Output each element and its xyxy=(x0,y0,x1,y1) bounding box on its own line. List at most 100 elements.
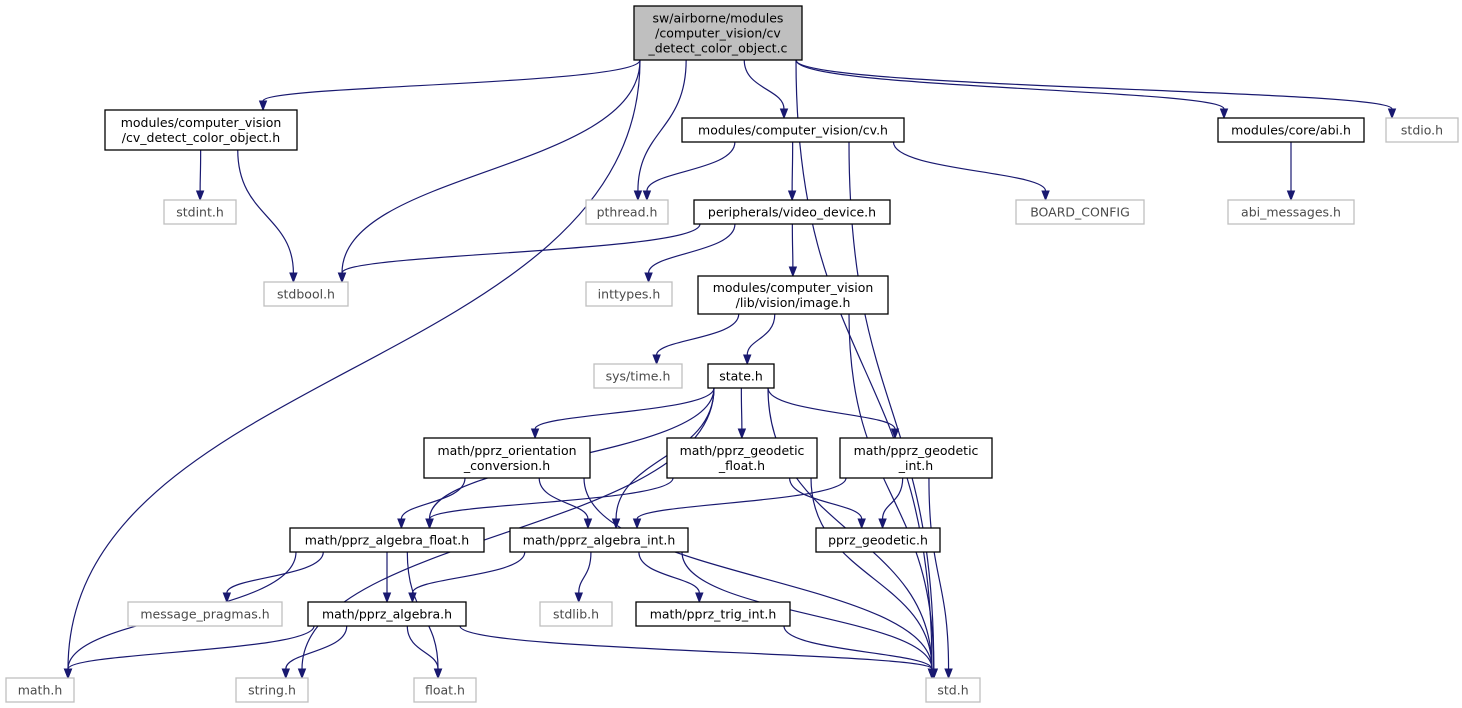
arrowhead-icon xyxy=(408,592,417,604)
edge-videodev-to-inttypesh xyxy=(644,223,736,284)
node-box xyxy=(5,677,75,703)
edge-line xyxy=(534,387,715,430)
node-label: _detect_color_object.c xyxy=(648,41,788,56)
node-algebra[interactable]: math/pprz_algebra.h xyxy=(307,601,467,627)
arrowhead-icon xyxy=(433,668,443,680)
arrowhead-icon xyxy=(944,668,953,680)
arrowhead-icon xyxy=(337,272,347,284)
node-label: _float.h xyxy=(718,458,765,473)
arrowhead-icon xyxy=(788,266,798,278)
arrowhead-icon xyxy=(1041,190,1050,202)
edge-line xyxy=(459,625,933,670)
node-orient[interactable]: math/pprz_orientation_conversion.h xyxy=(423,437,591,479)
node-label: modules/core/abi.h xyxy=(1231,123,1351,138)
node-box xyxy=(289,527,485,553)
edge-line xyxy=(646,141,736,192)
node-label: string.h xyxy=(248,683,296,698)
node-box xyxy=(413,677,477,703)
edge-line xyxy=(615,387,715,520)
edge-line xyxy=(795,59,1225,110)
edge-line xyxy=(795,59,933,670)
arrowhead-icon xyxy=(63,668,73,680)
arrowhead-icon xyxy=(652,354,661,366)
edge-stateh-to-geoint xyxy=(767,387,900,440)
node-box xyxy=(633,5,803,61)
node-cvdh[interactable]: modules/computer_vision/cv_detect_color_… xyxy=(104,109,298,151)
node-geoint[interactable]: math/pprz_geodetic_int.h xyxy=(839,437,993,479)
edge-line xyxy=(791,141,794,192)
node-box xyxy=(235,677,309,703)
node-pprzgeo[interactable]: pprz_geodetic.h xyxy=(815,527,941,553)
node-stateh[interactable]: state.h xyxy=(707,363,775,389)
edge-stateh-to-geofloat xyxy=(737,387,747,440)
edge-root-to-abih xyxy=(795,59,1229,120)
edge-line xyxy=(262,59,641,102)
node-geofloat[interactable]: math/pprz_geodetic_float.h xyxy=(666,437,818,479)
edge-line xyxy=(848,313,935,670)
arrowhead-icon xyxy=(222,592,232,604)
node-box xyxy=(1385,117,1459,143)
node-videodev[interactable]: peripherals/video_device.h xyxy=(693,199,891,225)
edge-line xyxy=(892,141,1047,192)
node-box xyxy=(593,363,683,389)
arrowhead-icon xyxy=(281,668,291,680)
node-box xyxy=(815,527,941,553)
edge-line xyxy=(341,59,641,274)
node-label: math/pprz_algebra.h xyxy=(322,607,452,622)
edge-line xyxy=(578,551,592,594)
node-algfloat[interactable]: math/pprz_algebra_float.h xyxy=(289,527,485,553)
node-box xyxy=(707,363,775,389)
node-label: pthread.h xyxy=(597,205,658,220)
edge-videodev-to-stdboolh xyxy=(337,223,701,284)
node-imageh[interactable]: modules/computer_vision/lib/vision/image… xyxy=(697,275,889,315)
node-root: sw/airborne/modules/computer_vision/cv_d… xyxy=(633,5,803,61)
edge-orient-to-algfloat xyxy=(397,477,466,530)
edge-cvh-to-pthreadh xyxy=(642,141,736,202)
node-cvh[interactable]: modules/computer_vision/cv.h xyxy=(681,117,905,143)
edge-line xyxy=(226,551,324,594)
edge-line xyxy=(637,59,687,192)
edge-algebra-to-stringh xyxy=(281,625,348,680)
arrowhead-icon xyxy=(258,100,268,112)
edge-line xyxy=(783,625,933,670)
edge-line xyxy=(647,223,736,274)
edge-line xyxy=(67,59,641,670)
node-inttypesh: inttypes.h xyxy=(585,281,673,307)
node-box xyxy=(104,109,298,151)
edge-algint-to-algebra xyxy=(408,551,526,604)
arrowhead-icon xyxy=(397,518,406,530)
edge-root-to-pthreadh xyxy=(633,59,687,202)
node-label: _int.h xyxy=(898,458,933,473)
node-algint[interactable]: math/pprz_algebra_int.h xyxy=(509,527,689,553)
edge-videodev-to-imageh xyxy=(788,223,798,278)
edge-algint-to-stdlibh xyxy=(574,551,592,604)
node-label: stdlib.h xyxy=(553,607,599,622)
edges-layer xyxy=(63,59,1397,680)
edge-algfloat-to-msgprag xyxy=(222,551,324,604)
edge-root-to-stdh xyxy=(795,59,937,680)
node-box xyxy=(635,601,791,627)
edge-line xyxy=(746,313,776,356)
edge-algint-to-trigint xyxy=(638,551,704,604)
edge-line xyxy=(429,477,674,520)
arrowhead-icon xyxy=(289,272,298,284)
edge-line xyxy=(848,141,935,670)
arrowhead-icon xyxy=(632,518,642,530)
edge-line xyxy=(791,223,794,268)
node-label: pprz_geodetic.h xyxy=(828,533,928,548)
node-trigint[interactable]: math/pprz_trig_int.h xyxy=(635,601,791,627)
node-label: BOARD_CONFIG xyxy=(1030,205,1130,220)
arrowhead-icon xyxy=(787,190,797,202)
node-label: sys/time.h xyxy=(606,369,671,384)
edge-line xyxy=(656,313,740,356)
node-abih[interactable]: modules/core/abi.h xyxy=(1217,117,1365,143)
arrowhead-icon xyxy=(927,668,937,680)
node-stdh: std.h xyxy=(925,677,981,703)
arrowhead-icon xyxy=(583,518,593,530)
edge-geofloat-to-pprzgeo xyxy=(789,477,866,530)
edge-line xyxy=(881,477,904,520)
node-mathh: math.h xyxy=(5,677,75,703)
node-msgprag: message_pragmas.h xyxy=(127,601,283,627)
edge-orient-to-algint xyxy=(538,477,593,530)
edge-geofloat-to-algfloat xyxy=(425,477,674,530)
